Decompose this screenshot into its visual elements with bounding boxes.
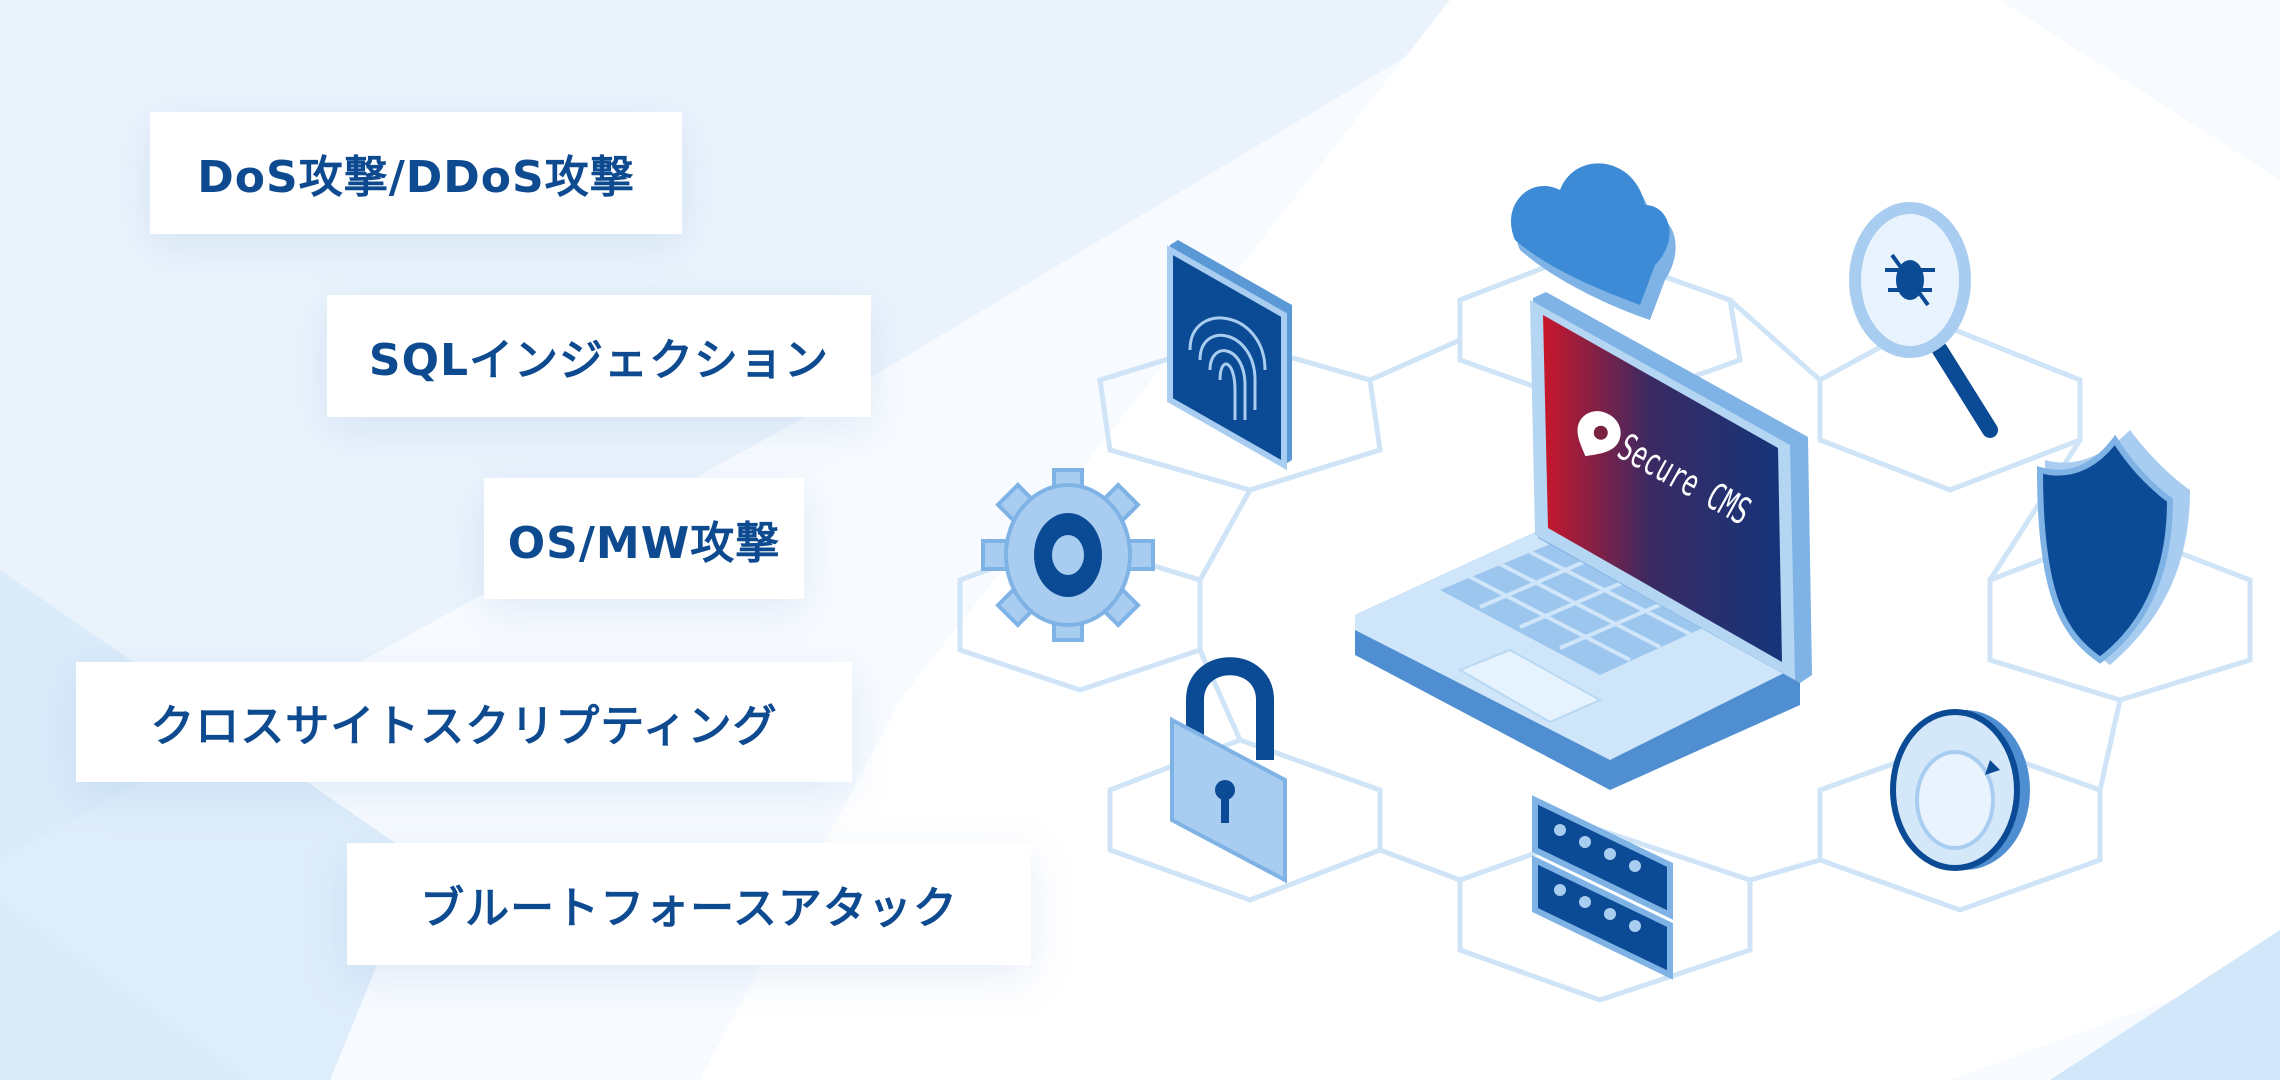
- server-icon: [1532, 795, 1673, 980]
- bug-search-icon: [1849, 202, 1998, 438]
- attack-label-text: SQLインジェクション: [368, 335, 830, 386]
- padlock-icon: [1170, 657, 1287, 884]
- attack-label-text: ブルートフォースアタック: [420, 883, 958, 934]
- attack-label-sql-injection: SQLインジェクション: [327, 295, 871, 417]
- attack-label-text: クロスサイトスクリプティング: [150, 701, 778, 752]
- laptop: Secure CMS: [1355, 292, 1812, 790]
- hex-network: [957, 247, 2253, 1003]
- cloud-icon: [1511, 163, 1676, 320]
- attack-label-os-mw: OS/MW攻撃: [484, 478, 804, 599]
- dial-icon: [1890, 709, 2030, 871]
- fingerprint-icon: [1167, 240, 1292, 471]
- attack-label-text: OS/MW攻撃: [507, 517, 781, 569]
- attack-label-brute-force: ブルートフォースアタック: [347, 843, 1031, 965]
- attack-label-xss: クロスサイトスクリプティング: [76, 662, 852, 782]
- attack-label-text: DoS攻撃/DDoS攻撃: [197, 152, 635, 203]
- gear-icon: [981, 468, 1155, 642]
- shield-icon: [2036, 430, 2190, 665]
- attack-label-dos: DoS攻撃/DDoS攻撃: [150, 112, 682, 234]
